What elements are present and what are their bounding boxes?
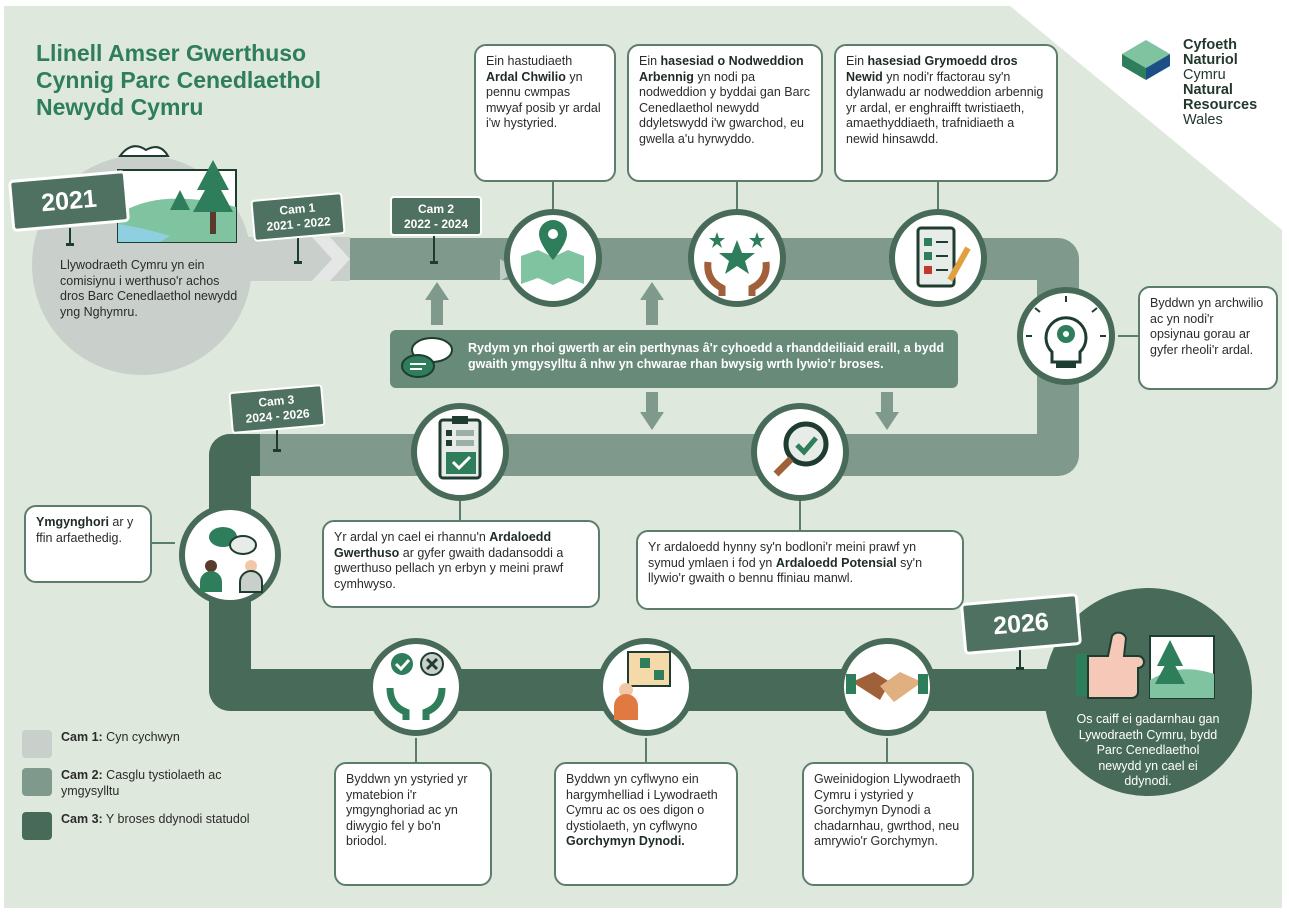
step-bold: Ardaloedd Potensial	[775, 555, 897, 570]
end-text: Os caiff ei gadarnhau gan Lywodraeth Cym…	[1076, 712, 1220, 788]
step-text: ar y ffin arfaethedig.	[36, 515, 134, 545]
legend-swatch	[22, 730, 52, 758]
brand-line: Natural	[1183, 82, 1233, 98]
title-line: Llinell Amser Gwerthuso	[36, 40, 307, 66]
legend-label: Cam 1:	[61, 730, 103, 744]
end-year-sign: 2026	[959, 592, 1083, 656]
step-text: Ein	[846, 54, 868, 68]
step-bold: Ardal Chwilio	[486, 69, 566, 84]
step-box-ardaloedd-potensial: Yr ardaloedd hynny sy'n bodloni'r meini …	[636, 530, 964, 610]
step-bold: Gorchymyn Dynodi.	[566, 834, 685, 848]
hands-tick-cross-icon	[367, 638, 465, 736]
lightbulb-gear-icon	[1017, 287, 1115, 385]
banner-arrows	[425, 282, 899, 430]
step-text: ar gyfer gwaith dadansoddi a gwerthuso p…	[334, 545, 564, 591]
start-year-sign: 2021	[7, 169, 131, 233]
step-text: yn nodi'r ffactorau sy'n dylanwadu ar no…	[846, 69, 1044, 146]
step-bold: hasesiad o Nodweddion Arbennig	[639, 54, 804, 84]
step-text: Yr ardaloedd hynny sy'n bodloni'r meini …	[648, 540, 917, 570]
step-box-ardaloedd-gwerthuso: Yr ardal yn cael ei rhannu'n Ardaloedd G…	[322, 520, 600, 608]
sign-label: Cam 2	[417, 202, 455, 216]
brand-line: Naturiol	[1183, 52, 1238, 68]
presenter-board-icon	[597, 638, 695, 736]
step-circles	[179, 209, 1115, 736]
step-text: sy'n llywio'r gwaith o bennu ffiniau man…	[648, 555, 923, 586]
step-box-opsiynau-rheoli: Byddwn yn archwilio ac yn nodi'r opsiyna…	[1138, 286, 1278, 390]
step-text: Gweinidogion Llywodraeth Cymru i ystyrie…	[814, 772, 961, 848]
step-box-ardal-chwilio: Ein hastudiaeth Ardal Chwilio yn pennu c…	[474, 44, 616, 182]
brand-line: Wales	[1183, 112, 1223, 128]
step-bold: Ymgynghori	[36, 515, 109, 529]
title-line: Newydd Cymru	[36, 94, 204, 120]
legend-text: Y broses ddynodi statudol	[102, 812, 250, 826]
step-text: Byddwn yn ystyried yr ymatebion i'r ymgy…	[346, 772, 468, 848]
legend-text: Cyn cychwyn	[102, 730, 180, 744]
step-box-grymoedd-newid: Ein hasesiad Grymoedd dros Newid yn nodi…	[834, 44, 1058, 182]
sign-dates: 2022 - 2024	[403, 217, 469, 231]
step-text: Yr ardal yn cael ei rhannu'n	[334, 530, 490, 544]
step-bold: hasesiad Grymoedd dros Newid	[846, 54, 1018, 84]
legend-text: Casglu tystiolaeth ac ymgysylltu	[61, 768, 222, 798]
timeline-arrow-cam1	[312, 237, 350, 281]
sign-posts	[69, 228, 1021, 668]
step-text: Byddwn yn archwilio ac yn nodi'r opsiyna…	[1150, 296, 1264, 357]
cam3-sign: Cam 3 2024 - 2026	[228, 383, 326, 435]
legend-item-cam3: Cam 3: Y broses ddynodi statudol	[22, 812, 250, 840]
step-text: Ein	[639, 54, 661, 68]
step-text: Byddwn yn cyflwyno ein hargymhelliad i L…	[566, 772, 718, 833]
brand-line: Cyfoeth	[1183, 37, 1237, 53]
step-text: yn pennu cwmpas mwyaf posib yr ardal i'w…	[486, 69, 601, 131]
step-box-gorchymyn-dynodi: Byddwn yn cyflwyno ein hargymhelliad i L…	[554, 762, 738, 886]
legend-label: Cam 2:	[61, 768, 103, 782]
handshake-icon	[838, 638, 936, 736]
map-pin-icon	[504, 209, 602, 307]
hands-stars-icon	[688, 209, 786, 307]
engagement-banner: Rydym yn rhoi gwerth ar ein perthynas â'…	[390, 330, 958, 388]
connector-lines	[150, 180, 1140, 765]
nrw-logo-icon	[1122, 40, 1170, 80]
legend-swatch	[22, 768, 52, 796]
cam2-sign: Cam 2 2022 - 2024	[390, 196, 482, 236]
thumbs-up-landscape-icon	[1076, 631, 1215, 699]
title-line: Cynnig Parc Cenedlaethol	[36, 67, 322, 93]
consultation-people-icon	[179, 504, 281, 606]
step-box-ymgynghori: Ymgynghori ar y ffin arfaethedig.	[24, 505, 152, 583]
step-text: Ein hastudiaeth	[486, 54, 573, 68]
legend-label: Cam 3:	[61, 812, 103, 826]
clipboard-check-icon	[411, 403, 509, 501]
brand-wordmark: Cyfoeth Naturiol Cymru Natural Resources…	[1183, 38, 1257, 128]
banner-text: Rydym yn rhoi gwerth ar ein perthynas â'…	[468, 341, 945, 371]
step-box-ystyried-ymatebion: Byddwn yn ystyried yr ymatebion i'r ymgy…	[334, 762, 492, 886]
legend-item-cam1: Cam 1: Cyn cychwyn	[22, 730, 180, 758]
brand-line: Cymru	[1183, 67, 1226, 83]
page-title: Llinell Amser Gwerthuso Cynnig Parc Cene…	[36, 40, 321, 121]
legend-item-cam2: Cam 2: Casglu tystiolaeth ac ymgysylltu	[22, 768, 251, 799]
step-text: yn nodi pa nodweddion y byddai gan Barc …	[639, 69, 810, 146]
step-bold: Ardaloedd Gwerthuso	[334, 530, 552, 560]
legend-swatch	[22, 812, 52, 840]
start-text: Llywodraeth Cymru yn ein comisiynu i wer…	[60, 258, 238, 319]
checklist-pencil-icon	[889, 209, 987, 307]
cam1-sign: Cam 1 2021 - 2022	[250, 192, 346, 242]
magnifier-check-icon	[751, 403, 849, 501]
step-box-gweinidogion: Gweinidogion Llywodraeth Cymru i ystyrie…	[802, 762, 974, 886]
step-box-nodweddion-arbennig: Ein hasesiad o Nodweddion Arbennig yn no…	[627, 44, 823, 182]
speech-bubbles-icon	[401, 337, 453, 378]
brand-line: Resources	[1183, 97, 1258, 113]
